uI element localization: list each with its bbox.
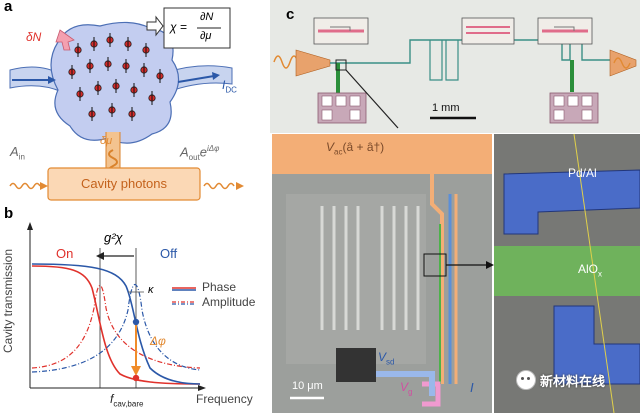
off-label: Off <box>160 246 178 261</box>
wechat-logo-icon <box>516 370 536 390</box>
g2chi-label: g²χ <box>104 230 123 245</box>
kappa-label: κ <box>148 284 154 296</box>
pdal-label: Pd/Al <box>568 166 597 180</box>
i-label: I <box>470 380 474 395</box>
dn-arrow <box>55 29 75 51</box>
fcav-label: fcav,bare <box>110 392 144 409</box>
scale-bar-top: 1 mm <box>432 102 460 114</box>
cavity-photons-label: Cavity photons <box>81 176 167 191</box>
watermark: 新材料在线 <box>516 370 605 390</box>
chi-denominator: ∂μ <box>200 30 212 42</box>
panel-b-plot <box>27 222 206 391</box>
panel-b-letter: b <box>4 205 14 222</box>
off-phase-curve <box>31 263 201 385</box>
vg-label: Vg <box>400 380 413 397</box>
legend-amplitude: Amplitude <box>202 295 256 309</box>
cavity-box <box>47 167 201 201</box>
scale-bar-mid: 10 μm <box>292 380 323 392</box>
wave-in <box>9 182 41 190</box>
chi-lhs: χ = <box>170 20 187 34</box>
y-axis-label: Cavity transmission <box>1 248 15 354</box>
legend-phase: Phase <box>202 280 237 294</box>
dn-label: δN <box>26 30 42 44</box>
on-amplitude-curve <box>31 285 201 369</box>
watermark-text: 新材料在线 <box>540 374 606 390</box>
idc-label: IDC <box>222 78 237 95</box>
device-sem <box>272 134 494 413</box>
off-point <box>132 318 140 326</box>
chi-numerator: ∂N <box>200 11 214 23</box>
alox-label: AlOx <box>578 262 603 279</box>
wave-out <box>203 182 235 190</box>
aout-label: AouteiΔφ <box>180 144 220 162</box>
dmu-label: δμ <box>100 135 113 147</box>
on-phase-curve <box>31 265 201 385</box>
panel-a-letter: a <box>4 0 13 15</box>
spin-arrows <box>71 33 161 121</box>
x-axis-label: Frequency <box>196 392 253 406</box>
arrow-out <box>177 75 215 83</box>
on-label: On <box>56 246 74 261</box>
chi-hollow-arrow <box>146 15 164 37</box>
dphi-label: Δφ <box>150 334 166 348</box>
vac-label: Vac(â + â†) <box>326 140 385 157</box>
panel-c-letter: c <box>286 6 295 23</box>
off-amplitude-curve <box>31 284 201 373</box>
panel-a-drawing <box>9 7 244 201</box>
junction-sem <box>494 133 640 413</box>
vsd-label: Vsd <box>378 350 395 367</box>
ain-label: Ain <box>10 144 25 162</box>
chip-overview <box>273 17 637 129</box>
on-point <box>132 374 140 382</box>
